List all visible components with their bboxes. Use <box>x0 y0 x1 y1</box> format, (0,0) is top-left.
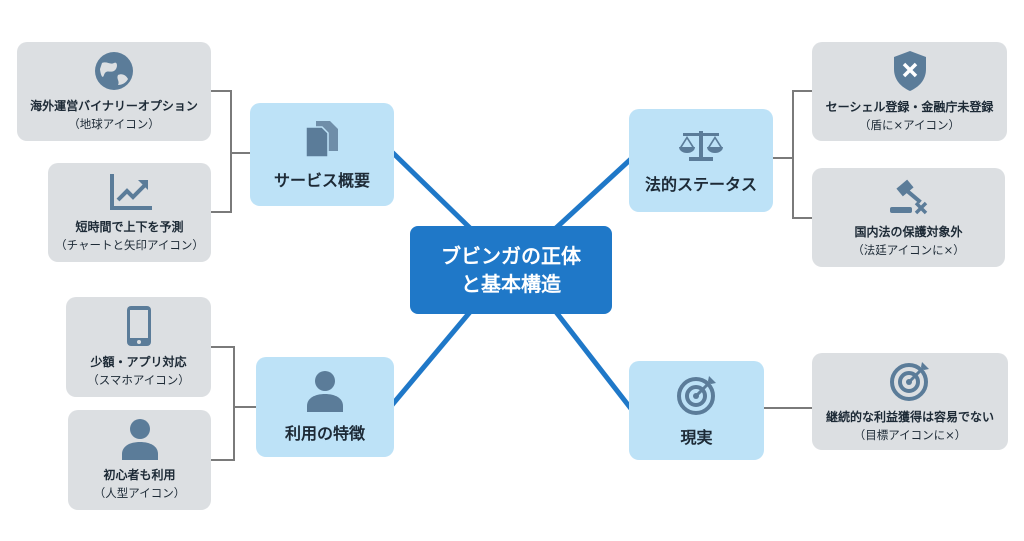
leaf-small-amount-app: 少額・アプリ対応 （スマホアイコン） <box>66 297 211 397</box>
leaf-subtitle: （目標アイコンに×） <box>853 427 967 442</box>
documents-icon <box>305 120 338 158</box>
center-to-legal <box>554 156 634 230</box>
leaf-subtitle: （地球アイコン） <box>68 116 160 131</box>
center-to-usage <box>390 310 472 407</box>
leaf-title: 国内法の保護対象外 <box>854 224 963 239</box>
leaf-subtitle: （チャートと矢印アイコン） <box>55 237 204 252</box>
category-label: 法的ステータス <box>644 174 757 194</box>
smartphone-icon <box>126 306 151 346</box>
category-legal-status: 法的ステータス <box>629 109 773 212</box>
leaf-subtitle: （法廷アイコンに×） <box>852 242 965 257</box>
center-node: ブビンガの正体 と基本構造 <box>410 226 612 314</box>
category-reality: 現実 <box>629 361 764 460</box>
bracket-legal <box>792 90 812 219</box>
category-label: サービス概要 <box>273 170 370 190</box>
leaf-profit-not-easy: 継続的な利益獲得は容易でない （目標アイコンに×） <box>812 353 1008 450</box>
leaf-title: セーシェル登録・金融庁未登録 <box>825 99 994 114</box>
leaf-subtitle: （盾に×アイコン） <box>858 117 961 132</box>
leaf-seychelles-registration: セーシェル登録・金融庁未登録 （盾に×アイコン） <box>812 42 1007 141</box>
center-to-service <box>390 150 472 230</box>
center-title-line2: と基本構造 <box>461 272 561 296</box>
center-to-reality <box>554 310 634 412</box>
target-icon <box>676 375 716 415</box>
leaf-offshore-binary-option: 海外運営バイナリーオプション （地球アイコン） <box>17 42 211 141</box>
leaf-title: 海外運営バイナリーオプション <box>30 98 198 113</box>
leaf-subtitle: （スマホアイコン） <box>87 373 190 387</box>
leaf-title: 少額・アプリ対応 <box>90 355 187 369</box>
shield-x-icon <box>893 50 926 91</box>
person-icon <box>307 371 343 412</box>
chart-arrow-icon <box>109 173 152 210</box>
category-service-overview: サービス概要 <box>250 103 394 206</box>
leaf-beginners: 初心者も利用 （人型アイコン） <box>68 410 211 510</box>
scale-icon <box>679 130 723 161</box>
person-icon <box>121 419 158 460</box>
category-label: 利用の特徴 <box>284 424 365 443</box>
leaf-title: 継続的な利益獲得は容易でない <box>825 409 994 424</box>
leaf-title: 短時間で上下を予測 <box>75 219 184 234</box>
leaf-subtitle: （人型アイコン） <box>93 486 186 500</box>
globe-icon <box>95 51 133 90</box>
gavel-x-icon <box>889 179 927 214</box>
bracket-service <box>211 90 232 213</box>
leaf-short-term-prediction: 短時間で上下を予測 （チャートと矢印アイコン） <box>48 163 211 262</box>
category-label: 現実 <box>680 427 713 447</box>
center-title-line1: ブビンガの正体 <box>441 244 581 268</box>
leaf-outside-domestic-law: 国内法の保護対象外 （法廷アイコンに×） <box>812 168 1005 267</box>
leaf-title: 初心者も利用 <box>103 468 176 482</box>
bracket-usage <box>211 346 235 461</box>
category-usage-features: 利用の特徴 <box>256 357 394 457</box>
target-icon <box>890 361 929 401</box>
